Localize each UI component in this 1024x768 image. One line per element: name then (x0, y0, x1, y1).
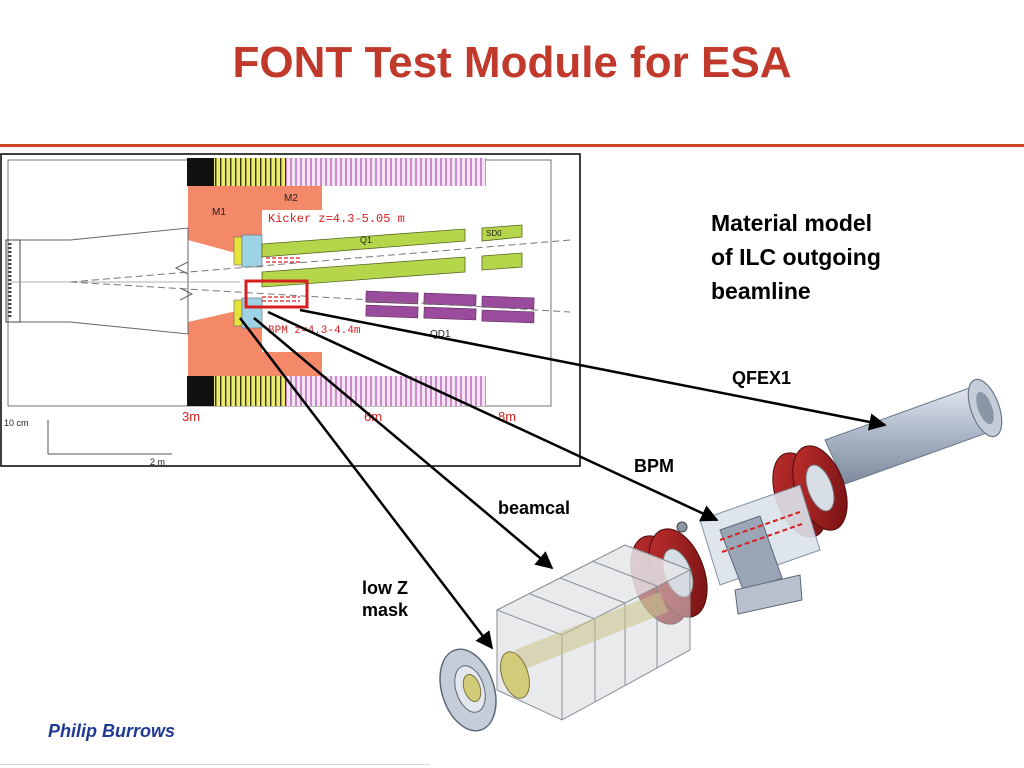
beampipe-cone (7, 227, 189, 335)
arrow-qfex1 (299, 308, 887, 431)
title-rule (0, 144, 1024, 147)
qd1-block-1 (365, 290, 419, 305)
sd0-lower (481, 252, 523, 271)
beam-arrow-upper (174, 261, 189, 275)
caption-line-2: of ILC outgoing (711, 244, 881, 270)
highlight-box (244, 279, 309, 309)
caption-line-1: Material model (711, 210, 873, 236)
bpm-z-label: BPM z=4.3-4.4m (268, 325, 361, 337)
callout-lowz-line-2: mask (362, 600, 409, 620)
m2-lower (262, 352, 322, 376)
module-3d (439, 378, 1003, 732)
callout-bpm: BPM (634, 456, 674, 476)
callout-lowz-line-1: low Z (362, 578, 408, 598)
callout-arrows (239, 308, 887, 650)
caption-line-3: beamline (711, 278, 811, 304)
bpm-stand (734, 574, 803, 615)
qd1-block-5 (481, 295, 535, 310)
coil-top-stripes (286, 158, 486, 186)
beamcal-inner-pipe (515, 592, 668, 670)
arrow-lowz (239, 317, 494, 650)
callout-lowz: low Z mask (362, 577, 408, 621)
m2-label: M2 (284, 193, 298, 204)
scale-2m: 2 m (150, 457, 165, 467)
m2-upper (262, 186, 322, 210)
arrow-bpm (267, 310, 719, 522)
q1-upper (261, 228, 466, 258)
qd1-block-6 (481, 309, 535, 324)
q1-label: Q1 (360, 235, 372, 245)
tick-3m: 3m (182, 409, 200, 424)
sd0-label: SD0 (486, 229, 502, 238)
qd1-label: QD1 (430, 329, 451, 340)
beampipe-end (5, 239, 21, 323)
lowz-mask (500, 651, 530, 699)
callout-beamcal: beamcal (498, 498, 571, 518)
yoke-top-black (187, 158, 214, 186)
caption: Material model of ILC outgoing beamline (711, 206, 951, 308)
yoke-bottom-stripes (214, 376, 286, 406)
kicker-label: Kicker z=4.3-5.05 m (268, 212, 405, 226)
m1-label: M1 (212, 207, 226, 218)
engineering-drawing: M1 M2 Q1 SD0 QD1 (0, 153, 581, 467)
author: Philip Burrows (48, 721, 176, 741)
yoke-yellow-lower (233, 299, 243, 327)
beam-arrow-lower (179, 287, 194, 301)
qd1-block-4 (423, 306, 477, 321)
yoke-yellow-upper (233, 236, 243, 266)
sd0-upper (481, 224, 523, 242)
qd1-block-2 (365, 304, 419, 319)
slide-title: FONT Test Module for ESA (232, 38, 792, 87)
footer-rule (0, 764, 430, 765)
yoke-top-stripes (214, 158, 286, 186)
callout-qfex1: QFEX1 (732, 368, 792, 388)
arrow-beamcal (253, 317, 554, 570)
incoming-beamline (69, 239, 571, 283)
scale-10cm: 10 cm (4, 418, 29, 428)
outgoing-beamline (69, 281, 571, 313)
coil-bottom-stripes (286, 376, 486, 406)
qd1-block-3 (423, 292, 477, 307)
cyan-block-upper (241, 234, 263, 268)
yoke-bottom-black (187, 376, 214, 406)
